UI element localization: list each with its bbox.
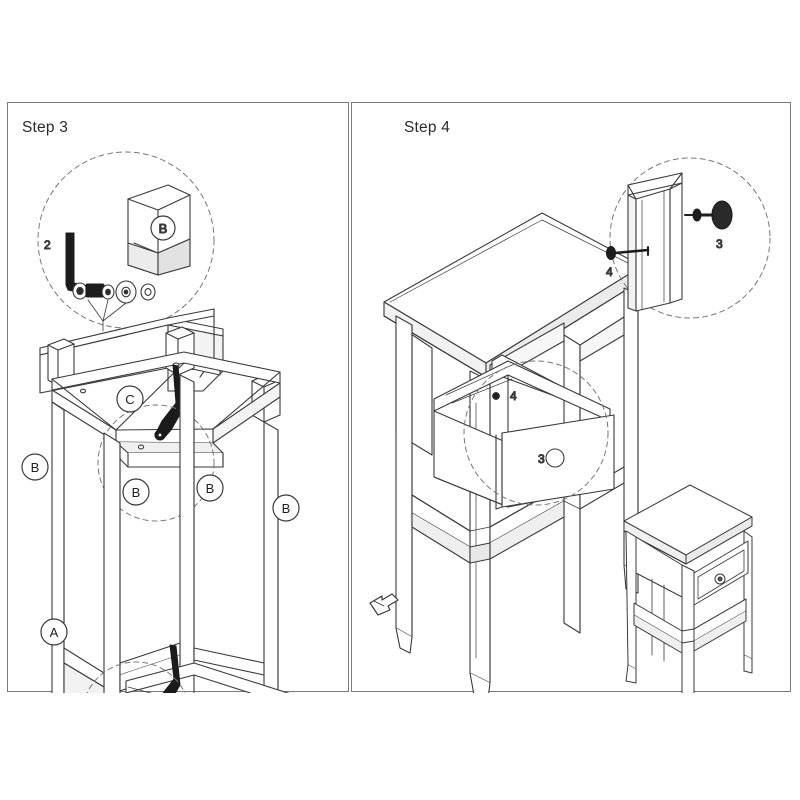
callout-a: A xyxy=(40,618,68,646)
callout-c-bubble: C xyxy=(116,385,144,413)
svg-text:B: B xyxy=(206,481,215,496)
svg-text:B: B xyxy=(282,501,291,516)
part-number-2: 2 xyxy=(44,238,51,252)
svg-text:C: C xyxy=(125,392,134,407)
step-3-panel: Step 3 xyxy=(7,102,349,693)
part-number-4-detail: 4 xyxy=(606,265,613,279)
svg-text:B: B xyxy=(132,485,141,500)
step-4-panel: Step 4 xyxy=(351,102,791,693)
callout-b-left-outer: B xyxy=(21,453,49,481)
svg-text:A: A xyxy=(50,625,59,640)
callout-b-right-inner: B xyxy=(196,474,224,502)
callout-b-left-inner: B xyxy=(122,478,150,506)
result-arrow-icon xyxy=(369,593,399,616)
callout-b-detail: B xyxy=(150,215,176,241)
step-4-title: Step 4 xyxy=(404,119,451,136)
step-4-figure: 4 3 3 xyxy=(352,103,790,693)
step-3-callouts: A B B B B xyxy=(8,103,348,691)
step-3-figure: 2 B xyxy=(8,103,348,693)
part-number-3-drawer: 3 xyxy=(538,452,545,466)
step-3-title: Step 3 xyxy=(22,119,69,136)
callout-b-right-outer: B xyxy=(272,494,300,522)
svg-text:B: B xyxy=(31,460,40,475)
svg-text:B: B xyxy=(159,221,168,236)
part-number-3-detail: 3 xyxy=(716,237,723,251)
part-number-4-drawer: 4 xyxy=(510,389,517,403)
